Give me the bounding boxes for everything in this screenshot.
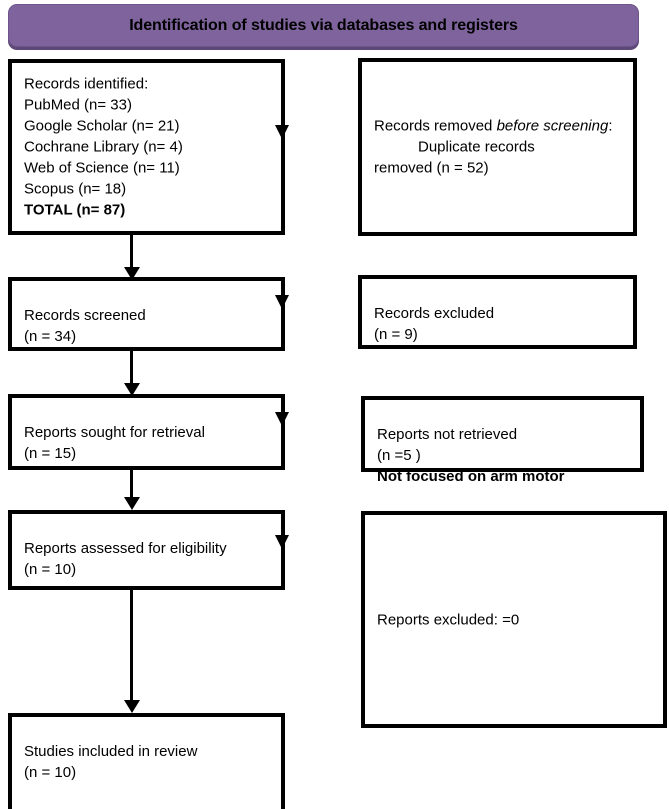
records-removed-heading-italic: before screening xyxy=(496,117,609,135)
source-google-scholar: Google Scholar (n= 21) xyxy=(24,117,180,135)
arrowhead-down-icon xyxy=(124,700,140,713)
reports-excluded-content: Reports excluded: =0 xyxy=(377,609,653,630)
diagram-header-banner: Identification of studies via databases … xyxy=(8,4,639,47)
arrowhead-down-icon xyxy=(124,497,140,510)
reports-sought-content: Reports sought for retrieval (n = 15) xyxy=(24,422,271,464)
connector-assessed-to-included xyxy=(130,590,133,707)
reports-not-retrieved-reason: Not focused on arm motor xyxy=(377,468,565,485)
box-records-excluded: Records excluded (n = 9) xyxy=(358,275,637,349)
reports-not-retrieved-content: Reports not retrieved (n =5 ) Not focuse… xyxy=(377,424,630,487)
box-records-screened: Records screened (n = 34) xyxy=(8,277,285,351)
arrowhead-side-screened-icon xyxy=(275,295,289,309)
records-excluded-label: Records excluded xyxy=(374,305,495,322)
box-reports-sought: Reports sought for retrieval (n = 15) xyxy=(8,394,285,470)
reports-not-retrieved-label: Reports not retrieved xyxy=(377,426,518,443)
arrowhead-down-icon xyxy=(124,383,140,396)
duplicate-records-line1: Duplicate records xyxy=(418,138,535,156)
box-studies-included: Studies included in review (n = 10) xyxy=(8,713,285,809)
source-pubmed: PubMed (n= 33) xyxy=(24,96,132,114)
connector-sought-to-assessed xyxy=(130,470,133,504)
box-reports-not-retrieved: Reports not retrieved (n =5 ) Not focuse… xyxy=(361,396,644,485)
records-screened-content: Records screened (n = 34) xyxy=(24,305,271,347)
box-reports-assessed: Reports assessed for eligibility (n = 10… xyxy=(8,510,285,590)
arrowhead-down-icon xyxy=(124,267,140,280)
box-records-identified: Records identified: PubMed (n= 33) Googl… xyxy=(8,59,285,235)
records-removed-heading-colon: : xyxy=(608,117,613,135)
reports-assessed-count: (n = 10) xyxy=(24,561,77,578)
source-cochrane-library: Cochrane Library (n= 4) xyxy=(24,138,183,156)
box-reports-excluded: Reports excluded: =0 xyxy=(361,511,667,728)
records-screened-count: (n = 34) xyxy=(24,328,77,345)
reports-not-retrieved-count: (n =5 ) xyxy=(377,447,421,464)
reports-sought-label: Reports sought for retrieval xyxy=(24,424,205,441)
duplicate-records-line2: removed (n = 52) xyxy=(374,159,489,177)
reports-assessed-label: Reports assessed for eligibility xyxy=(24,540,227,557)
connector-identified-to-screened xyxy=(130,235,133,271)
studies-included-label: Studies included in review xyxy=(24,743,198,760)
records-removed-content: Records removed before screening: Duplic… xyxy=(374,116,623,179)
records-removed-heading-normal: Records removed xyxy=(374,117,497,135)
arrowhead-side-identified-icon xyxy=(275,125,289,139)
studies-included-count: (n = 10) xyxy=(24,764,77,781)
source-web-of-science: Web of Science (n= 11) xyxy=(24,159,180,177)
records-excluded-content: Records excluded (n = 9) xyxy=(374,303,623,345)
diagram-title: Identification of studies via databases … xyxy=(129,16,518,34)
reports-excluded-label: Reports excluded: =0 xyxy=(377,611,520,628)
records-screened-label: Records screened xyxy=(24,307,146,324)
records-excluded-count: (n = 9) xyxy=(374,326,418,343)
source-scopus: Scopus (n= 18) xyxy=(24,180,127,198)
arrowhead-side-assessed-icon xyxy=(275,535,289,549)
box-records-removed: Records removed before screening: Duplic… xyxy=(358,58,637,236)
records-identified-content: Records identified: PubMed (n= 33) Googl… xyxy=(24,74,271,221)
studies-included-content: Studies included in review (n = 10) xyxy=(24,741,271,783)
reports-sought-count: (n = 15) xyxy=(24,445,77,462)
arrowhead-side-sought-icon xyxy=(275,412,289,426)
records-identified-label: Records identified: xyxy=(24,75,149,93)
reports-assessed-content: Reports assessed for eligibility (n = 10… xyxy=(24,538,271,580)
connector-screened-to-sought xyxy=(130,351,133,388)
records-removed-heading: Records removed before screening: xyxy=(374,116,623,137)
records-identified-total: TOTAL (n= 87) xyxy=(24,201,126,219)
